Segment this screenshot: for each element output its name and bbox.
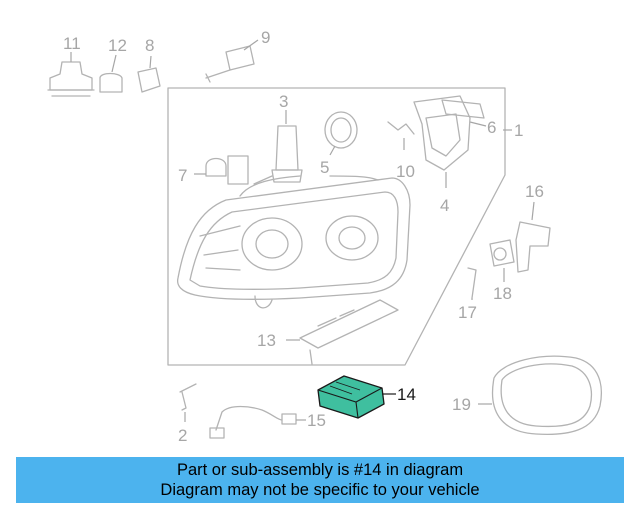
part-3-igniter: 3 <box>253 92 303 185</box>
callout-8: 8 <box>145 36 154 55</box>
part-4-cover: 4 <box>413 95 471 215</box>
part-8-bulb: 8 <box>137 36 161 93</box>
part-13-adjuster: 13 <box>257 299 399 365</box>
part-5-cap: 5 <box>320 111 358 177</box>
part-7-bulb: 7 <box>178 155 249 185</box>
callout-7: 7 <box>178 166 187 185</box>
callout-12: 12 <box>108 36 127 55</box>
part-18-module: 18 <box>489 239 515 303</box>
parts-diagram: 11 12 8 9 3 5 6 1 <box>47 28 602 445</box>
callout-2: 2 <box>178 426 187 445</box>
info-banner: Part or sub-assembly is #14 in diagram D… <box>16 457 624 503</box>
callout-3: 3 <box>279 92 288 111</box>
callout-1: 1 <box>514 121 523 140</box>
part-9-bulb: 9 <box>205 28 270 83</box>
part-11-bulb: 11 <box>47 34 95 97</box>
callout-11: 11 <box>63 34 81 53</box>
part-15-harness: 15 <box>209 405 326 439</box>
banner-line-1: Part or sub-assembly is #14 in diagram <box>176 461 464 479</box>
callout-4: 4 <box>440 196 449 215</box>
headlamp-assembly <box>176 175 411 309</box>
headlamp-housing-outline <box>167 87 506 366</box>
part-10-clip: 10 <box>387 121 415 181</box>
part-1-label: 1 <box>503 121 523 140</box>
part-14-body <box>317 375 385 419</box>
part-19-gasket: 19 <box>452 355 602 435</box>
callout-5: 5 <box>320 158 329 177</box>
banner-line-2: Diagram may not be specific to your vehi… <box>160 481 480 499</box>
callout-15: 15 <box>307 411 326 430</box>
callout-9: 9 <box>261 28 270 47</box>
callout-14: 14 <box>397 385 416 404</box>
callout-18: 18 <box>493 284 512 303</box>
part-6-seal: 6 <box>441 99 496 137</box>
callout-16: 16 <box>525 182 544 201</box>
callout-13: 13 <box>257 331 276 350</box>
callout-6: 6 <box>487 118 496 137</box>
callout-19: 19 <box>452 395 471 414</box>
part-16-bracket: 16 <box>515 182 551 273</box>
part-14-control-unit: 14 <box>317 375 416 419</box>
callout-17: 17 <box>458 303 477 322</box>
callout-10: 10 <box>396 162 415 181</box>
part-12-bulb: 12 <box>99 36 127 93</box>
part-17-screw: 17 <box>458 267 477 322</box>
part-2-bolt: 2 <box>178 383 197 445</box>
